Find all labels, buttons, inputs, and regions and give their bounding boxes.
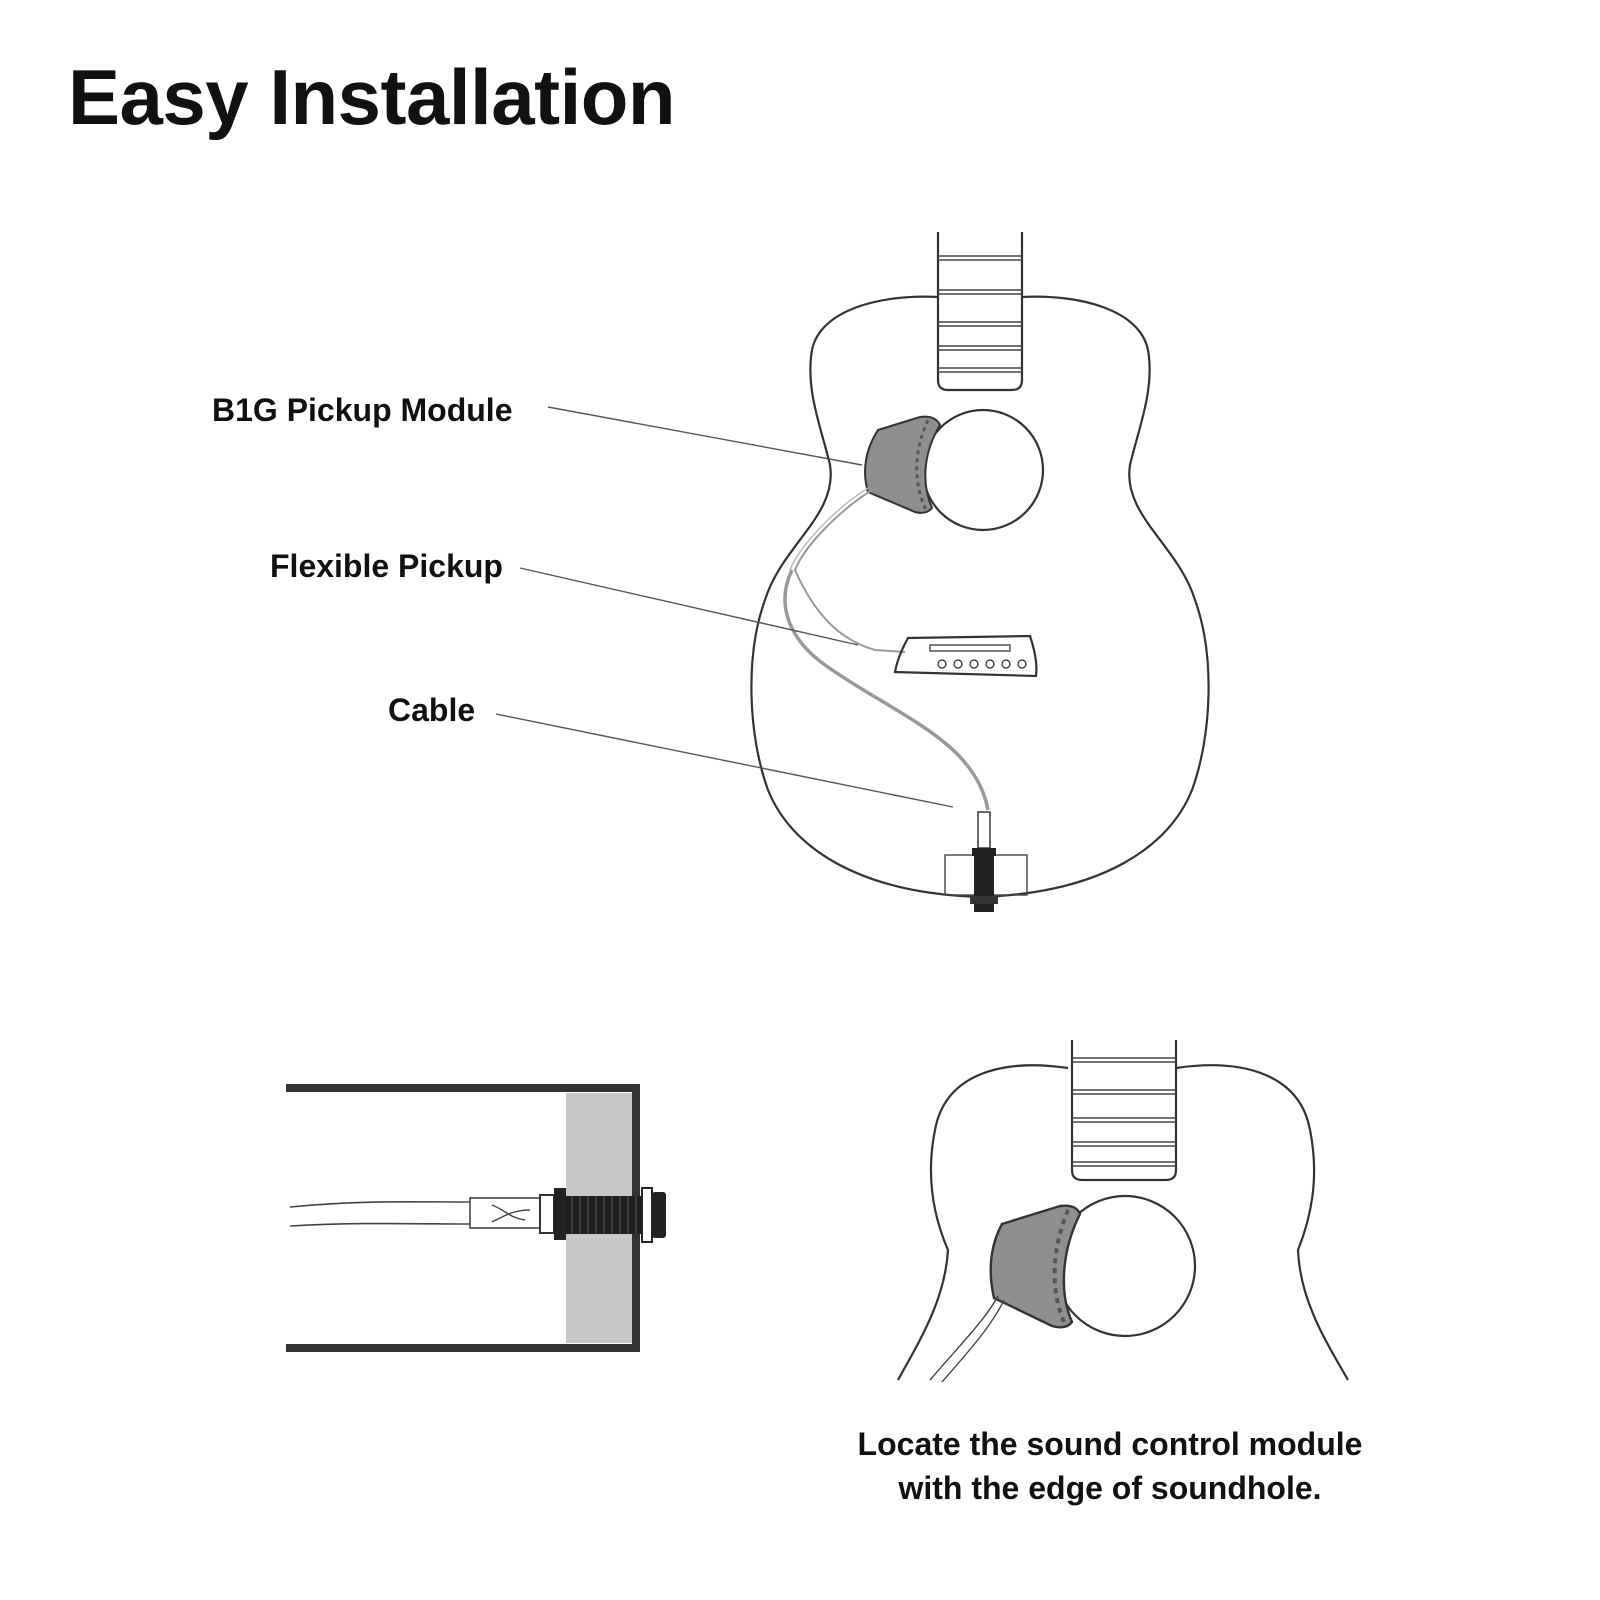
label-flexible-pickup: Flexible Pickup xyxy=(270,548,503,584)
caption-line-2: with the edge of soundhole. xyxy=(898,1470,1322,1506)
flexible-pickup-wire xyxy=(793,489,906,653)
leader-flexible-pickup xyxy=(519,567,859,646)
jack-cross-section xyxy=(286,1084,666,1352)
guitar-body-outline xyxy=(750,295,1210,899)
soundhole xyxy=(921,408,1045,532)
cable xyxy=(783,569,990,811)
label-pickup-module: B1G Pickup Module xyxy=(212,392,513,428)
label-cable: Cable xyxy=(388,692,476,728)
guitar-closeup xyxy=(897,1040,1349,1383)
bridge xyxy=(893,634,1038,678)
guitar-illustration-main xyxy=(495,232,1210,912)
leader-pickup-module xyxy=(547,406,863,466)
guitar-neck xyxy=(936,232,1024,392)
caption: Locate the sound control module with the… xyxy=(840,1422,1380,1510)
closeup-pickup-module xyxy=(989,1204,1082,1329)
closeup-neck xyxy=(1070,1040,1178,1182)
page-title: Easy Installation xyxy=(68,53,676,141)
leader-cable xyxy=(495,713,954,808)
pickup-module xyxy=(864,415,942,514)
caption-line-1: Locate the sound control module xyxy=(857,1426,1363,1462)
output-jack xyxy=(944,811,1028,912)
closeup-body-outline xyxy=(897,1064,1069,1381)
